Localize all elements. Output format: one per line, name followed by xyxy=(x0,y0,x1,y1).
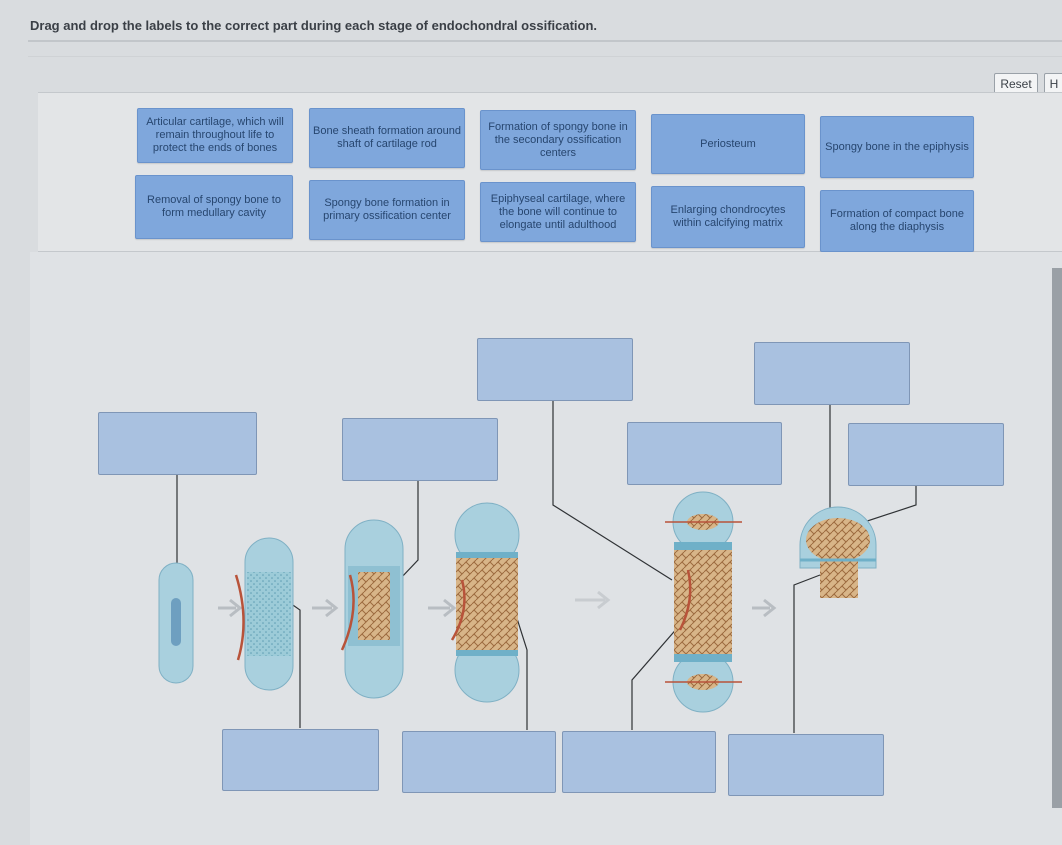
drop-target[interactable] xyxy=(627,422,782,485)
label-primary-spongy[interactable]: Spongy bone formation in primary ossific… xyxy=(309,180,465,240)
arrow-right-icon xyxy=(752,598,777,618)
stage-bone-collar xyxy=(234,537,294,691)
drop-target[interactable] xyxy=(754,342,910,405)
drop-target[interactable] xyxy=(562,731,716,793)
divider xyxy=(28,40,1062,42)
label-secondary-spongy[interactable]: Formation of spongy bone in the secondar… xyxy=(480,110,636,170)
drop-target[interactable] xyxy=(98,412,257,475)
drop-target[interactable] xyxy=(477,338,633,401)
label-enlarging-chondrocytes[interactable]: Enlarging chondrocytes within calcifying… xyxy=(651,186,805,248)
instruction-text: Drag and drop the labels to the correct … xyxy=(30,18,598,33)
arrow-right-icon xyxy=(312,598,339,618)
stage-adult-epiphysis xyxy=(799,506,877,598)
drop-target[interactable] xyxy=(848,423,1004,486)
label-epiphyseal-cartilage[interactable]: Epiphyseal cartilage, where the bone wil… xyxy=(480,182,636,242)
label-articular-cartilage[interactable]: Articular cartilage, which will remain t… xyxy=(137,108,293,163)
label-spongy-epiphysis[interactable]: Spongy bone in the epiphysis xyxy=(820,116,974,178)
drop-target[interactable] xyxy=(342,418,498,481)
arrow-right-icon xyxy=(218,598,243,618)
stage-cartilage-model xyxy=(158,562,194,684)
scrollbar[interactable] xyxy=(1052,268,1062,808)
stage-primary-ossification xyxy=(340,519,404,699)
stage-secondary-ossification xyxy=(665,491,742,713)
drop-target[interactable] xyxy=(402,731,556,793)
arrow-right-icon xyxy=(428,598,457,618)
label-medullary-cavity[interactable]: Removal of spongy bone to form medullary… xyxy=(135,175,293,239)
label-periosteum[interactable]: Periosteum xyxy=(651,114,805,174)
drop-target[interactable] xyxy=(222,729,379,791)
divider xyxy=(28,56,1062,57)
drop-target[interactable] xyxy=(728,734,884,796)
label-bone-sheath[interactable]: Bone sheath formation around shaft of ca… xyxy=(309,108,465,168)
stage-medullary-cavity xyxy=(450,502,520,703)
label-compact-bone[interactable]: Formation of compact bone along the diap… xyxy=(820,190,974,252)
arrow-right-icon xyxy=(575,590,611,610)
reset-button[interactable]: Reset xyxy=(994,73,1038,95)
